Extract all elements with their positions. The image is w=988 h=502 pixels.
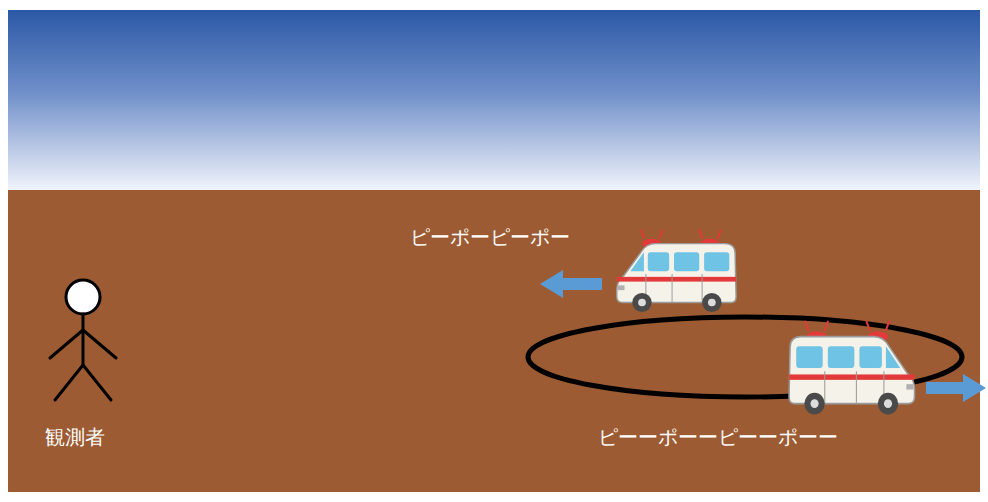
observer-label: 観測者 xyxy=(45,425,105,449)
sky xyxy=(8,10,980,192)
siren-sound-label: ピーーポーーピーーポーー xyxy=(598,425,838,449)
ground xyxy=(8,190,980,492)
ambulance-receding xyxy=(789,322,914,415)
motion-arrow xyxy=(540,270,602,298)
motion-arrow xyxy=(926,374,986,402)
ambulance-approaching xyxy=(617,230,736,312)
siren-sound-label: ピーポーピーポー xyxy=(410,225,570,249)
observer-figure xyxy=(50,280,116,400)
